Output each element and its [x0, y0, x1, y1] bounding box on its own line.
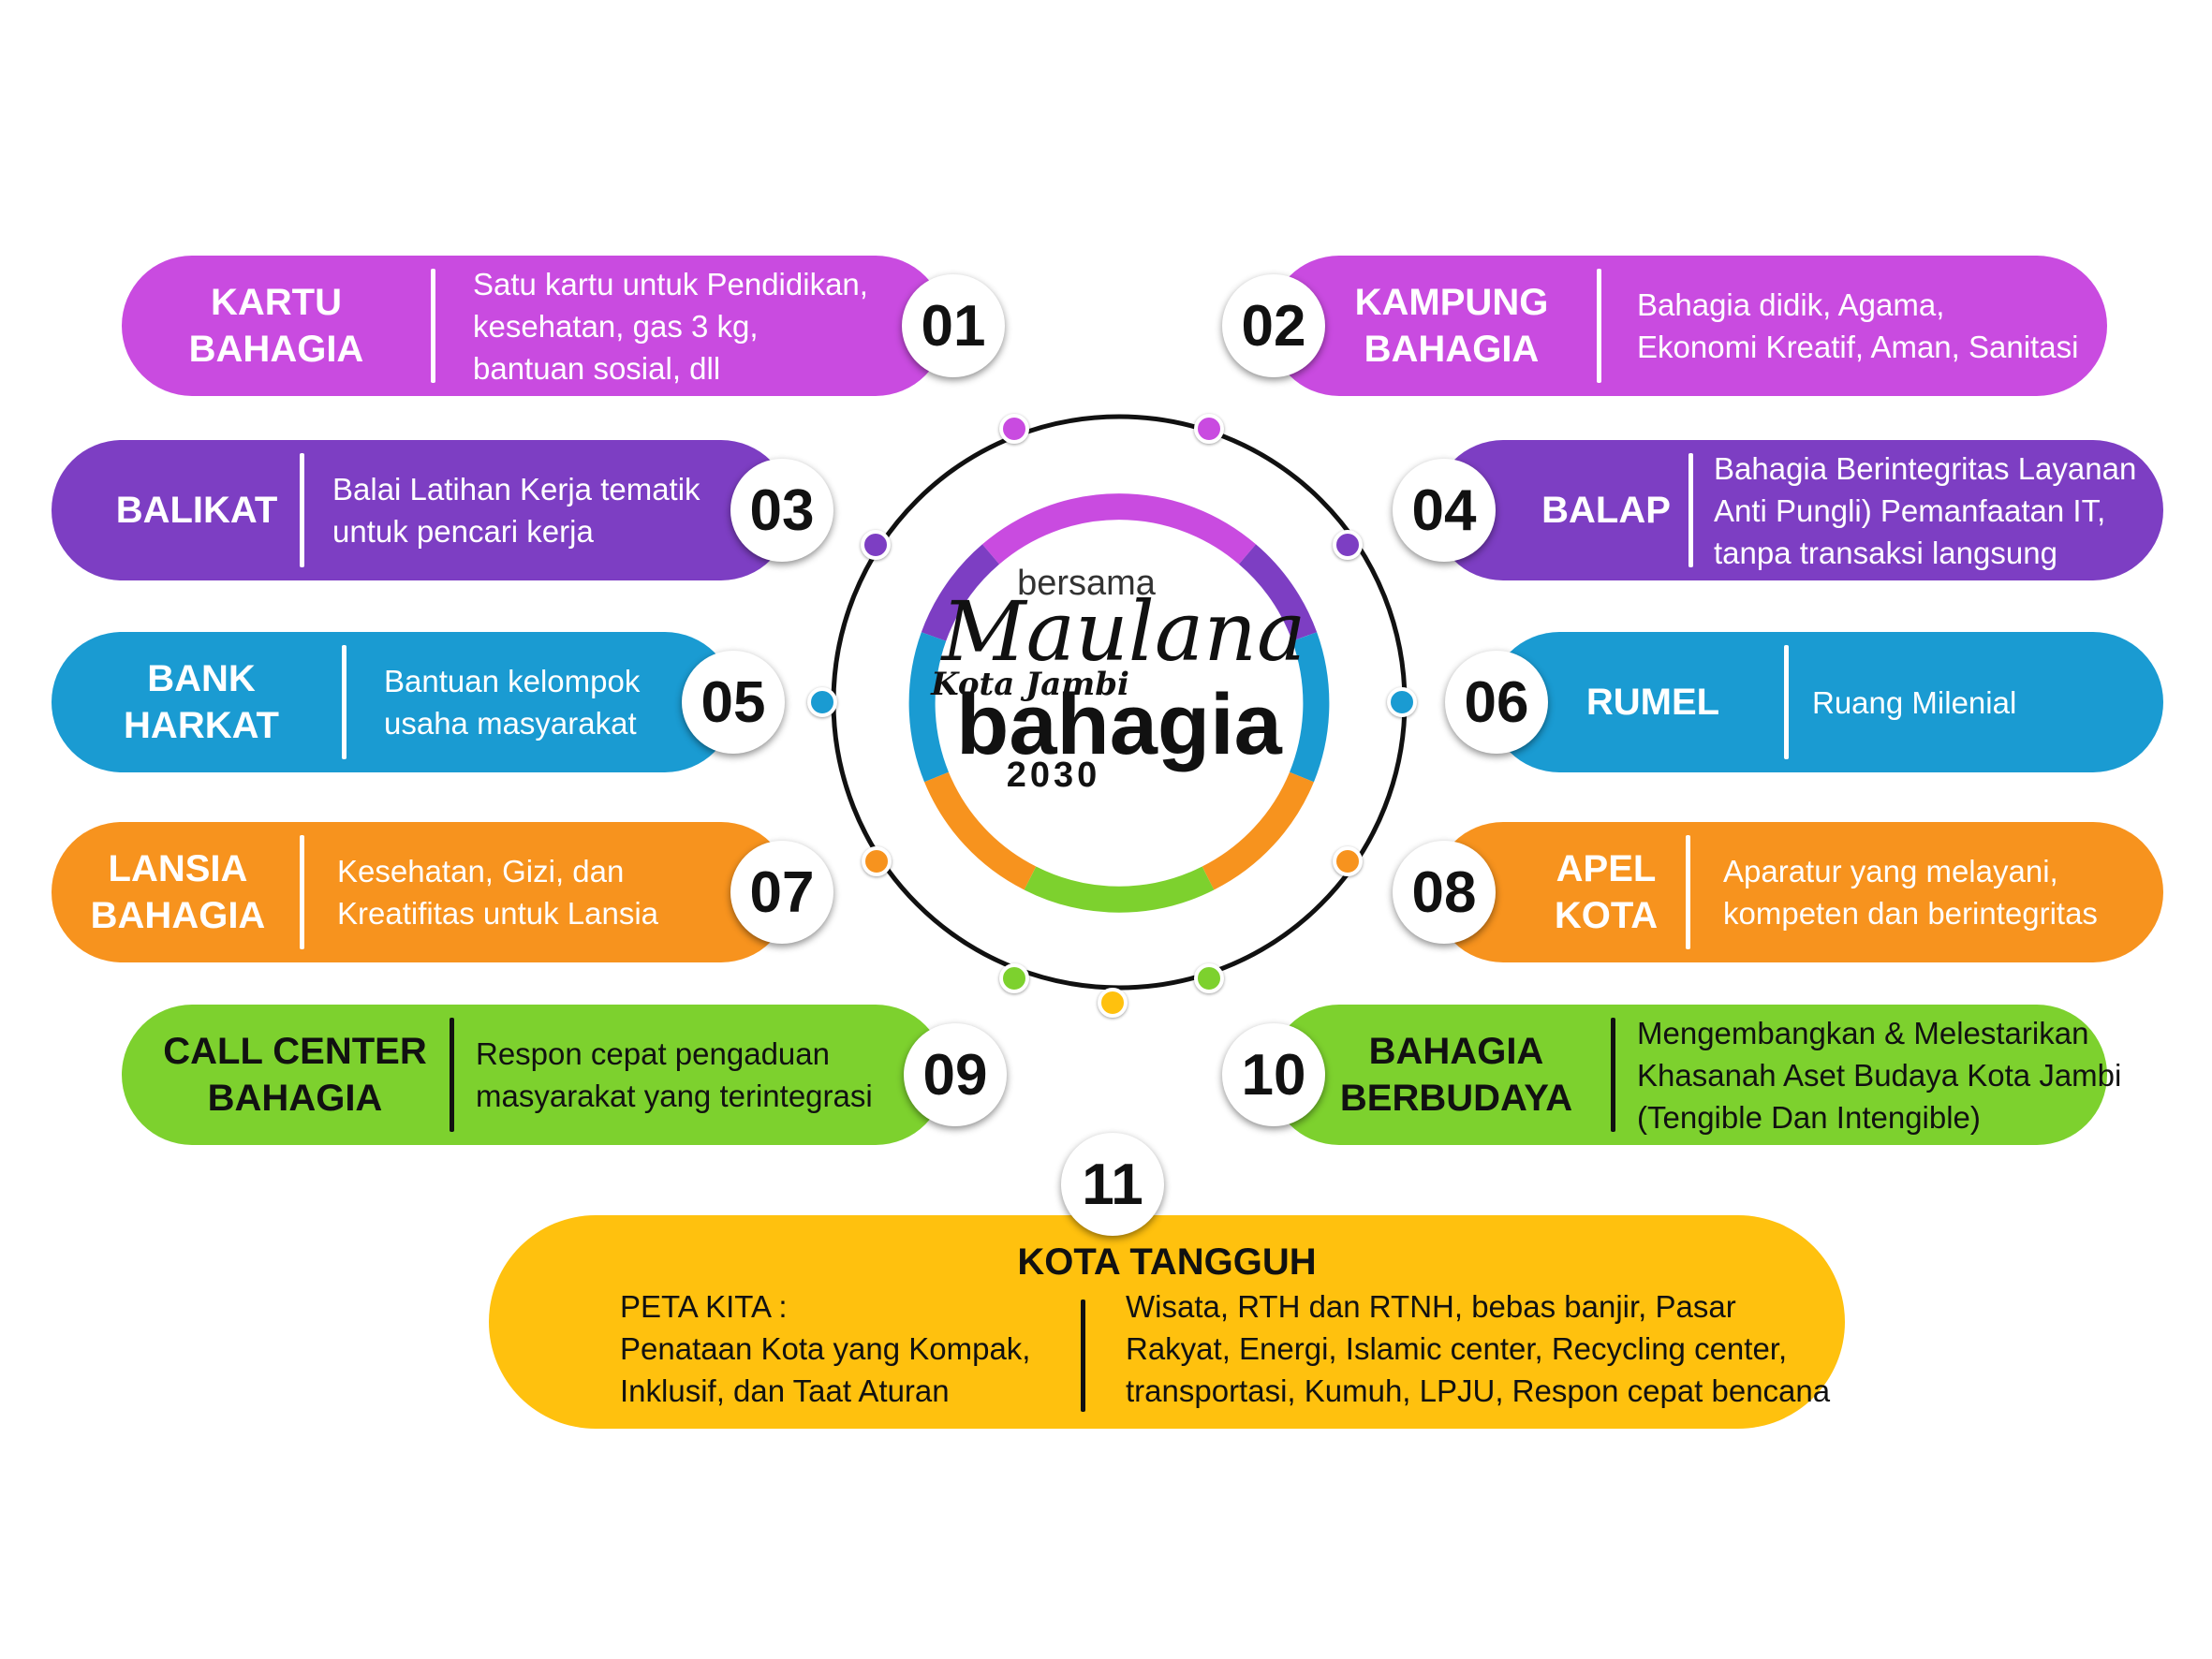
number-badge: 02 [1222, 274, 1325, 377]
divider [1784, 645, 1789, 759]
ring-dot [1333, 846, 1363, 876]
ring-dot [862, 846, 892, 876]
divider [1081, 1299, 1085, 1412]
item-kota-tangguh: KOTA TANGGUH PETA KITA : Penataan Kota y… [489, 1215, 1845, 1429]
ring-dot [1194, 414, 1224, 444]
divider [300, 835, 304, 949]
ring-segment-purple-left [921, 544, 1000, 642]
number-badge: 07 [730, 841, 833, 944]
divider [1611, 1018, 1615, 1132]
ring-segment-orange-left [924, 771, 1037, 890]
ring-segment-purple-right [1238, 544, 1318, 642]
divider [450, 1018, 454, 1132]
divider [342, 645, 347, 759]
ring-dot [1098, 988, 1128, 1018]
logo-bersama: bersama [1017, 564, 1157, 603]
logo-bahagia: bahagia [956, 677, 1282, 772]
number-badge: 03 [730, 459, 833, 562]
item-title: KOTA TANGGUH [1017, 1241, 1317, 1283]
number-badge: 05 [682, 651, 785, 754]
ring-dot [1194, 963, 1224, 993]
ring-dot [1387, 687, 1417, 717]
logo-maulana: Maulana [940, 583, 1306, 680]
number-badge: 11 [1061, 1133, 1164, 1236]
ring-segment-blue-right [1289, 632, 1330, 783]
item-title: BALIKAT [115, 490, 278, 531]
item-description: Satu kartu untuk Pendidikan,kesehatan, g… [473, 266, 868, 386]
ring-dot [999, 963, 1029, 993]
logo-year: 2030 [1007, 756, 1101, 795]
divider [431, 269, 435, 383]
item-title: BALAP [1541, 490, 1671, 531]
number-badge: 04 [1393, 459, 1496, 562]
ring-segment-orange-right [1202, 771, 1314, 890]
ring-dot [807, 687, 837, 717]
divider [1688, 453, 1693, 567]
item-rumel: RUMEL Ruang Milenial [1489, 632, 2163, 772]
number-badge: 08 [1393, 841, 1496, 944]
inner-disc [918, 501, 1320, 903]
item-title: RUMEL [1585, 682, 1720, 723]
item-description-right: Wisata, RTH dan RTNH, bebas banjir, Pasa… [1126, 1289, 1831, 1408]
divider [1597, 269, 1601, 383]
ring-dot [999, 414, 1029, 444]
number-badge: 09 [904, 1023, 1007, 1126]
number-badge: 06 [1445, 651, 1548, 754]
ring-segment-blue-left [908, 632, 950, 783]
item-description: Ruang Milenial [1812, 684, 2017, 720]
divider [300, 453, 304, 567]
item-description: Aparatur yang melayani,kompeten dan beri… [1723, 854, 2098, 931]
ring-dot [861, 530, 891, 560]
ring-segment-magenta [981, 493, 1257, 565]
divider [1686, 835, 1690, 949]
item-description-left: PETA KITA : Penataan Kota yang Kompak, I… [620, 1289, 1031, 1408]
logo-kota-jambi: Kota Jambi [930, 666, 1129, 703]
ring-dot [1333, 530, 1363, 560]
number-badge: 01 [902, 274, 1005, 377]
number-badge: 10 [1222, 1023, 1325, 1126]
ring-segment-green [1024, 866, 1215, 913]
item-description: Bahagia didik, Agama,Ekonomi Kreatif, Am… [1637, 287, 2079, 364]
